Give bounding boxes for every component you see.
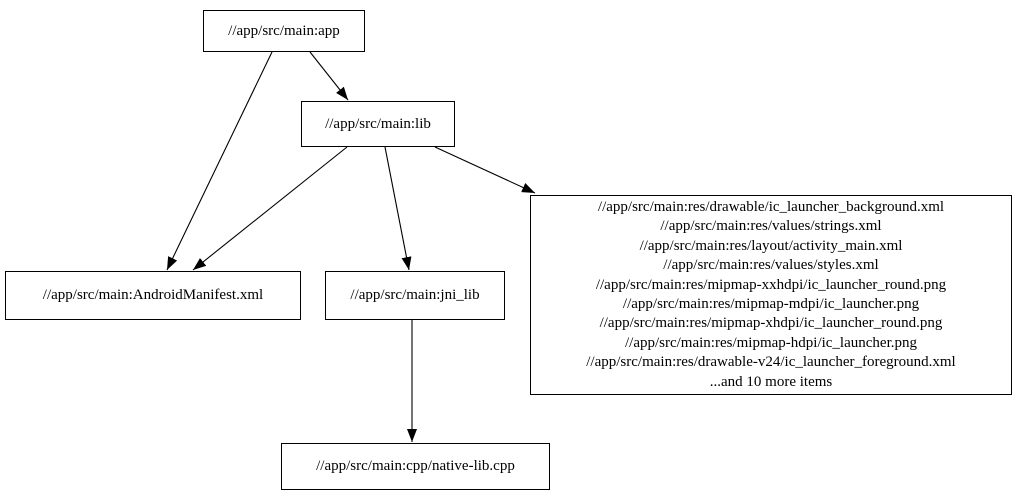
edge-lib-to-androidmanifest-arrow <box>192 146 348 271</box>
res-group-line: //app/src/main:res/values/strings.xml <box>660 218 882 235</box>
res-group-line: //app/src/main:res/mipmap-xhdpi/ic_launc… <box>599 315 943 332</box>
res-group-line: //app/src/main:res/mipmap-xxhdpi/ic_laun… <box>595 276 947 293</box>
node-jni-lib-label: //app/src/main:jni_lib <box>350 287 480 303</box>
res-group-line: //app/src/main:res/mipmap-hdpi/ic_launch… <box>624 334 917 351</box>
edge-app-to-lib-arrow <box>309 51 349 101</box>
node-jni-lib: //app/src/main:jni_lib <box>325 271 505 320</box>
res-group-line: //app/src/main:res/layout/activity_main.… <box>639 237 903 254</box>
node-native-lib-cpp-label: //app/src/main:cpp/native-lib.cpp <box>316 458 515 474</box>
node-app: //app/src/main:app <box>203 10 365 52</box>
node-res-group: //app/src/main:res/drawable/ic_launcher_… <box>530 195 1012 395</box>
node-android-manifest-label: //app/src/main:AndroidManifest.xml <box>42 287 264 303</box>
edge-app-to-androidmanifest-arrow <box>166 51 273 271</box>
edge-lib-to-jnilib-arrow <box>384 146 412 271</box>
node-lib: //app/src/main:lib <box>301 101 455 147</box>
node-android-manifest: //app/src/main:AndroidManifest.xml <box>5 271 301 320</box>
res-group-line: //app/src/main:res/values/styles.xml <box>663 257 879 274</box>
node-native-lib-cpp: //app/src/main:cpp/native-lib.cpp <box>281 443 550 490</box>
edge-lib-to-resgroup-arrow <box>434 146 536 194</box>
res-group-line: //app/src/main:res/drawable/ic_launcher_… <box>597 198 945 215</box>
res-group-line: //app/src/main:res/mipmap-mdpi/ic_launch… <box>622 296 920 312</box>
res-group-line: ...and 10 more items <box>709 373 833 390</box>
res-group-line: //app/src/main:res/drawable-v24/ic_launc… <box>586 354 956 371</box>
node-app-label: //app/src/main:app <box>228 22 340 39</box>
node-lib-label: //app/src/main:lib <box>325 115 431 132</box>
